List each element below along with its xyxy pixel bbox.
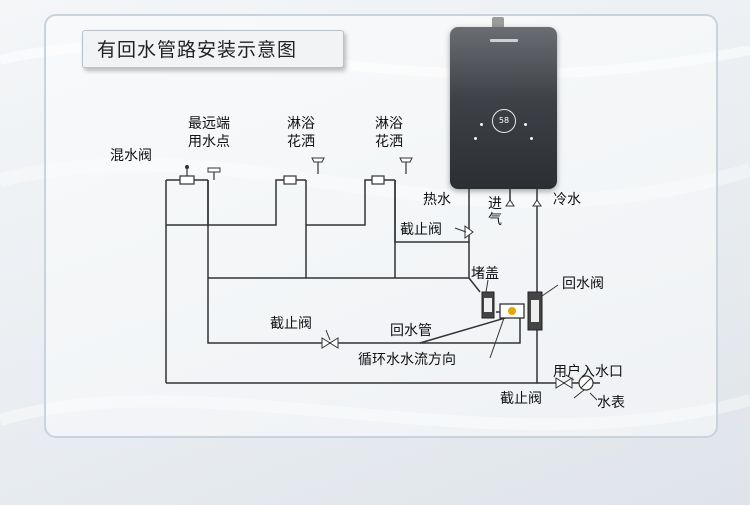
return-pipe-label: 回水管	[390, 323, 432, 339]
shower2-label-1: 淋浴	[375, 116, 403, 132]
stop-valve-bottom-label: 截止阀	[500, 391, 542, 407]
water-meter-icon	[578, 375, 594, 391]
heater-button	[480, 123, 483, 126]
heater-brand-logo	[490, 39, 518, 42]
gas-inlet-label: 进气	[488, 196, 502, 228]
stop-valve-top-label: 截止阀	[400, 222, 442, 238]
mixing-valve-label: 混水阀	[110, 148, 152, 164]
far-end-faucet-icon	[207, 167, 221, 180]
hot-water-label: 热水	[423, 192, 451, 208]
stop-valve-left-label: 截止阀	[270, 316, 312, 332]
shower-head-icon	[371, 157, 413, 185]
diagram-panel	[44, 14, 718, 438]
shower2-label-2: 花洒	[375, 134, 403, 150]
shower1-label-2: 花洒	[287, 134, 315, 150]
water-meter-label: 水表	[597, 395, 625, 411]
return-stop-valve-icon	[321, 337, 339, 349]
user-inlet-label: 用户入水口	[553, 364, 623, 380]
return-valve-icon	[527, 291, 543, 331]
heater-button	[530, 137, 533, 140]
diagram-title: 有回水管路安装示意图	[82, 30, 344, 68]
leader-lines	[325, 227, 598, 401]
shower1-label-1: 淋浴	[287, 116, 315, 132]
plug-cap-label: 堵盖	[471, 266, 499, 282]
mixing-valve-icon	[179, 165, 195, 185]
heater-button	[524, 123, 527, 126]
circulation-pump-icon	[499, 303, 525, 319]
stop-valve-icon	[464, 199, 542, 239]
flow-direction-label: 循环水水流方向	[358, 352, 456, 368]
heater-vent	[492, 17, 504, 29]
far-end-label-1: 最远端	[188, 116, 230, 132]
far-end-label-2: 用水点	[188, 134, 230, 150]
return-valve-label: 回水阀	[562, 276, 604, 292]
plug-cap-icon	[481, 291, 495, 319]
heater-temperature-display: 58	[492, 109, 516, 133]
inlet-stop-valve-icon	[555, 377, 573, 389]
heater-button	[474, 137, 477, 140]
water-heater: 58	[450, 27, 557, 189]
cold-water-label: 冷水	[553, 192, 581, 208]
shower-head-icon	[283, 157, 325, 185]
